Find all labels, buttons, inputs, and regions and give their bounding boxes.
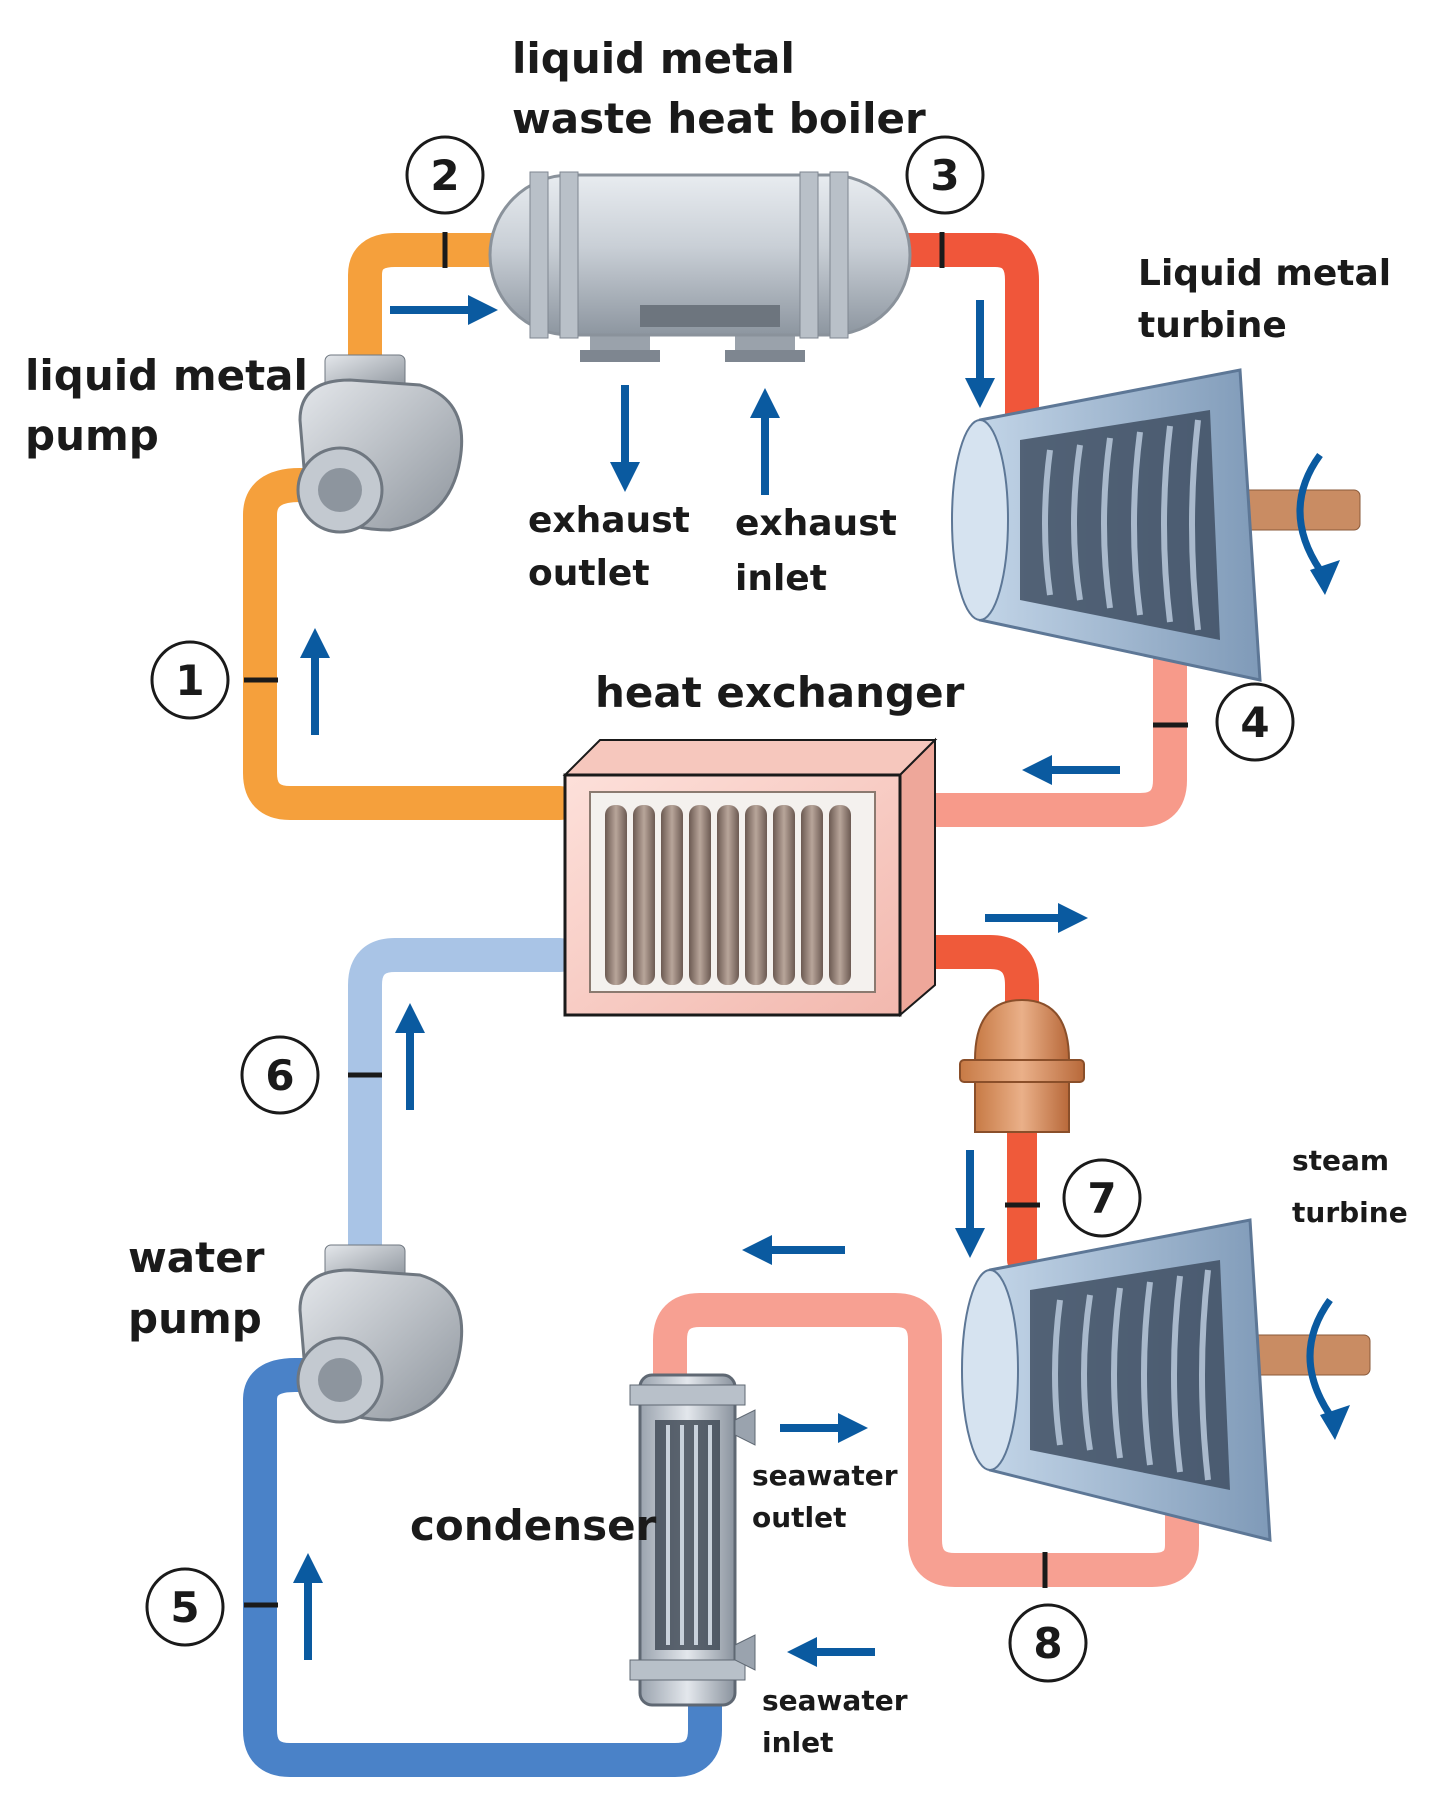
exhaust-outlet-label-line1: exhaust bbox=[528, 500, 690, 541]
state-2: 2 bbox=[405, 135, 485, 215]
seawater-inlet-nozzle bbox=[734, 1634, 756, 1671]
flow-arrows bbox=[293, 295, 1120, 1667]
condenser bbox=[629, 1373, 756, 1707]
water-pump bbox=[296, 1244, 464, 1424]
steam-turbine-label-line1: steam bbox=[1292, 1144, 1389, 1177]
lm-turbine-label-line1: Liquid metal bbox=[1138, 253, 1391, 294]
heat-exchanger bbox=[562, 737, 938, 1018]
boiler-label-line1: liquid metal bbox=[512, 34, 795, 83]
seawater-outlet-label-line2: outlet bbox=[752, 1501, 847, 1534]
state-6: 6 bbox=[240, 1035, 320, 1115]
svg-text:3: 3 bbox=[930, 151, 959, 200]
seawater-outlet-label-line1: seawater bbox=[752, 1459, 898, 1492]
seawater-outlet-nozzle bbox=[734, 1409, 756, 1446]
state-3: 3 bbox=[905, 135, 985, 215]
pipe-lm-hx-to-pump bbox=[243, 468, 577, 820]
state-7: 7 bbox=[1062, 1158, 1142, 1238]
seawater-inlet-label-line1: seawater bbox=[762, 1684, 908, 1717]
pipe-steam-turbine-to-condenser bbox=[653, 1293, 1199, 1587]
liquid-metal-pump bbox=[296, 354, 464, 534]
state-ticks bbox=[244, 232, 1188, 1608]
svg-text:1: 1 bbox=[175, 656, 204, 705]
lm-pump-label-line2: pump bbox=[25, 411, 159, 460]
liquid-metal-turbine bbox=[951, 368, 1361, 682]
svg-text:6: 6 bbox=[265, 1051, 294, 1100]
svg-text:2: 2 bbox=[430, 151, 459, 200]
condenser-label: condenser bbox=[410, 1501, 657, 1550]
exhaust-outlet-label-line2: outlet bbox=[528, 553, 650, 594]
water-pump-label-line1: water bbox=[128, 1233, 265, 1282]
svg-text:7: 7 bbox=[1087, 1174, 1116, 1223]
lm-turbine-label-line2: turbine bbox=[1138, 305, 1287, 346]
exhaust-inlet-label-line2: inlet bbox=[735, 558, 827, 599]
waste-heat-boiler bbox=[488, 171, 912, 362]
state-4: 4 bbox=[1215, 682, 1295, 762]
water-pump-label-line2: pump bbox=[128, 1294, 262, 1343]
heat-exchanger-label: heat exchanger bbox=[595, 668, 965, 717]
state-5: 5 bbox=[145, 1567, 225, 1647]
steam-separator bbox=[959, 998, 1085, 1133]
pipe-steam-hx-to-separator bbox=[903, 935, 1039, 1047]
steam-turbine-rotation-arrow bbox=[1306, 1297, 1333, 1417]
boiler-label-line2: waste heat boiler bbox=[512, 94, 926, 143]
pipe-lm-turbine-to-hx bbox=[903, 623, 1187, 827]
pipe-lm-pump-to-boiler bbox=[348, 233, 512, 377]
pipe-lm-boiler-to-turbine bbox=[883, 233, 1039, 437]
steam-turbine-label-line2: turbine bbox=[1292, 1196, 1408, 1229]
text-labels: liquid metal waste heat boiler Liquid me… bbox=[25, 34, 1408, 1759]
seawater-inlet-label-line2: inlet bbox=[762, 1726, 834, 1759]
lm-turbine-rotation-arrow bbox=[1296, 452, 1323, 572]
state-1: 1 bbox=[150, 640, 230, 720]
state-numbers: 1 2 3 4 5 6 7 8 bbox=[145, 135, 1295, 1683]
svg-text:5: 5 bbox=[170, 1583, 199, 1632]
svg-text:8: 8 bbox=[1033, 1619, 1062, 1668]
hx-coils bbox=[605, 805, 851, 985]
pipe-water-pump-to-hx bbox=[348, 938, 577, 1267]
exhaust-inlet-label-line1: exhaust bbox=[735, 503, 897, 544]
pipe-water-condenser-to-pump bbox=[243, 1358, 722, 1777]
steam-turbine bbox=[961, 1218, 1371, 1542]
lm-pump-label-line1: liquid metal bbox=[25, 351, 308, 400]
svg-text:4: 4 bbox=[1240, 698, 1269, 747]
pipes bbox=[243, 233, 1199, 1777]
state-8: 8 bbox=[1008, 1603, 1088, 1683]
